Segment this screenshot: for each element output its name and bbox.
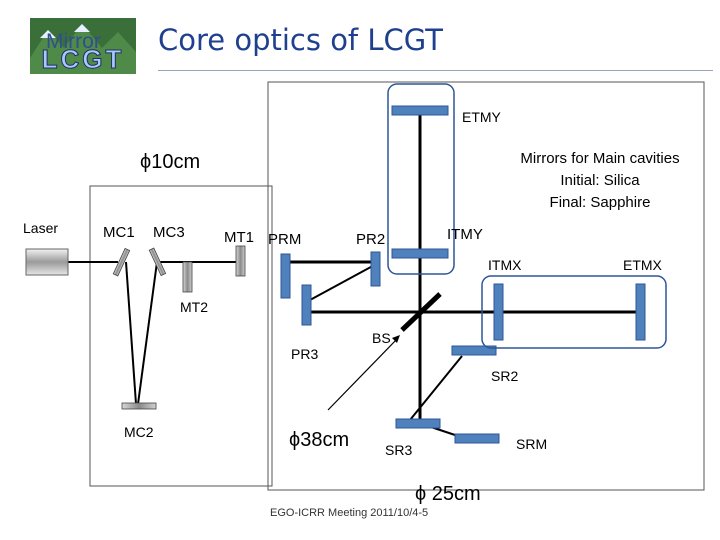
- label-phi10: ϕ10cm: [140, 151, 201, 173]
- label-mt1: MT1: [224, 229, 254, 246]
- mt1-mirror: [235, 245, 246, 277]
- label-sr3: SR3: [385, 442, 413, 458]
- label-phi25: ϕ 25cm: [415, 483, 481, 505]
- sr3-mirror: [395, 418, 441, 429]
- laser-source: [25, 248, 69, 276]
- beam-pr2-pr3: [309, 261, 381, 301]
- srm-mirror: [454, 433, 500, 444]
- etmx-mirror: [635, 283, 646, 341]
- mc3-mirror: [148, 247, 167, 277]
- label-mt2: MT2: [180, 299, 208, 315]
- vacuum-enclosure-input: [89, 185, 273, 487]
- note-line: Initial: Silica: [560, 172, 640, 189]
- y-arm-highlight-box: [387, 83, 455, 275]
- label-etmy: ETMY: [462, 109, 501, 125]
- label-prm: PRM: [268, 231, 302, 248]
- x-arm-highlight-box: [481, 275, 667, 349]
- label-laser: Laser: [23, 220, 59, 236]
- label-itmy: ITMY: [447, 226, 483, 243]
- mirror-material-note: Mirrors for Main cavities Initial: Silic…: [500, 148, 700, 214]
- prm-mirror: [280, 253, 291, 299]
- label-mc3: MC3: [153, 224, 185, 241]
- beam-sr2-sr3: [409, 355, 463, 421]
- label-pr3: PR3: [291, 346, 319, 362]
- section-label: Mirror: [46, 30, 101, 53]
- label-sr2: SR2: [491, 368, 519, 384]
- footer-text: EGO-ICRR Meeting 2011/10/4-5: [270, 507, 429, 519]
- label-mc2: MC2: [124, 424, 154, 440]
- mt2-mirror: [182, 261, 193, 293]
- label-srm: SRM: [516, 436, 548, 452]
- label-itmx: ITMX: [488, 257, 522, 273]
- label-pr2: PR2: [356, 231, 386, 248]
- mc2-mirror: [121, 402, 157, 410]
- label-bs: BS: [372, 330, 391, 346]
- label-phi38: ϕ38cm: [289, 429, 350, 451]
- pr3-mirror: [301, 284, 312, 326]
- bs-pointer-arrowhead: [392, 335, 400, 343]
- svg-text:LCGT: LCGT: [42, 44, 125, 74]
- bs-pointer-line: [327, 337, 399, 411]
- title-divider: [158, 70, 713, 71]
- sr2-mirror: [451, 345, 497, 356]
- lcgt-logo: LCGT: [30, 18, 136, 74]
- itmy-mirror: [391, 248, 449, 259]
- vacuum-enclosure-main: [267, 81, 705, 491]
- note-line: Mirrors for Main cavities: [520, 150, 680, 167]
- beam-splitter: [400, 292, 442, 332]
- beam-mc-arm1: [125, 261, 137, 405]
- note-line: Final: Sapphire: [549, 194, 651, 211]
- pr2-mirror: [370, 251, 381, 287]
- label-mc1: MC1: [103, 224, 135, 241]
- beam-mc-arm2: [137, 261, 158, 405]
- itmx-mirror: [493, 283, 504, 341]
- mc1-mirror: [112, 247, 131, 277]
- page-title: Core optics of LCGT: [158, 23, 443, 57]
- etmy-mirror: [391, 105, 449, 116]
- label-etmx: ETMX: [623, 257, 662, 273]
